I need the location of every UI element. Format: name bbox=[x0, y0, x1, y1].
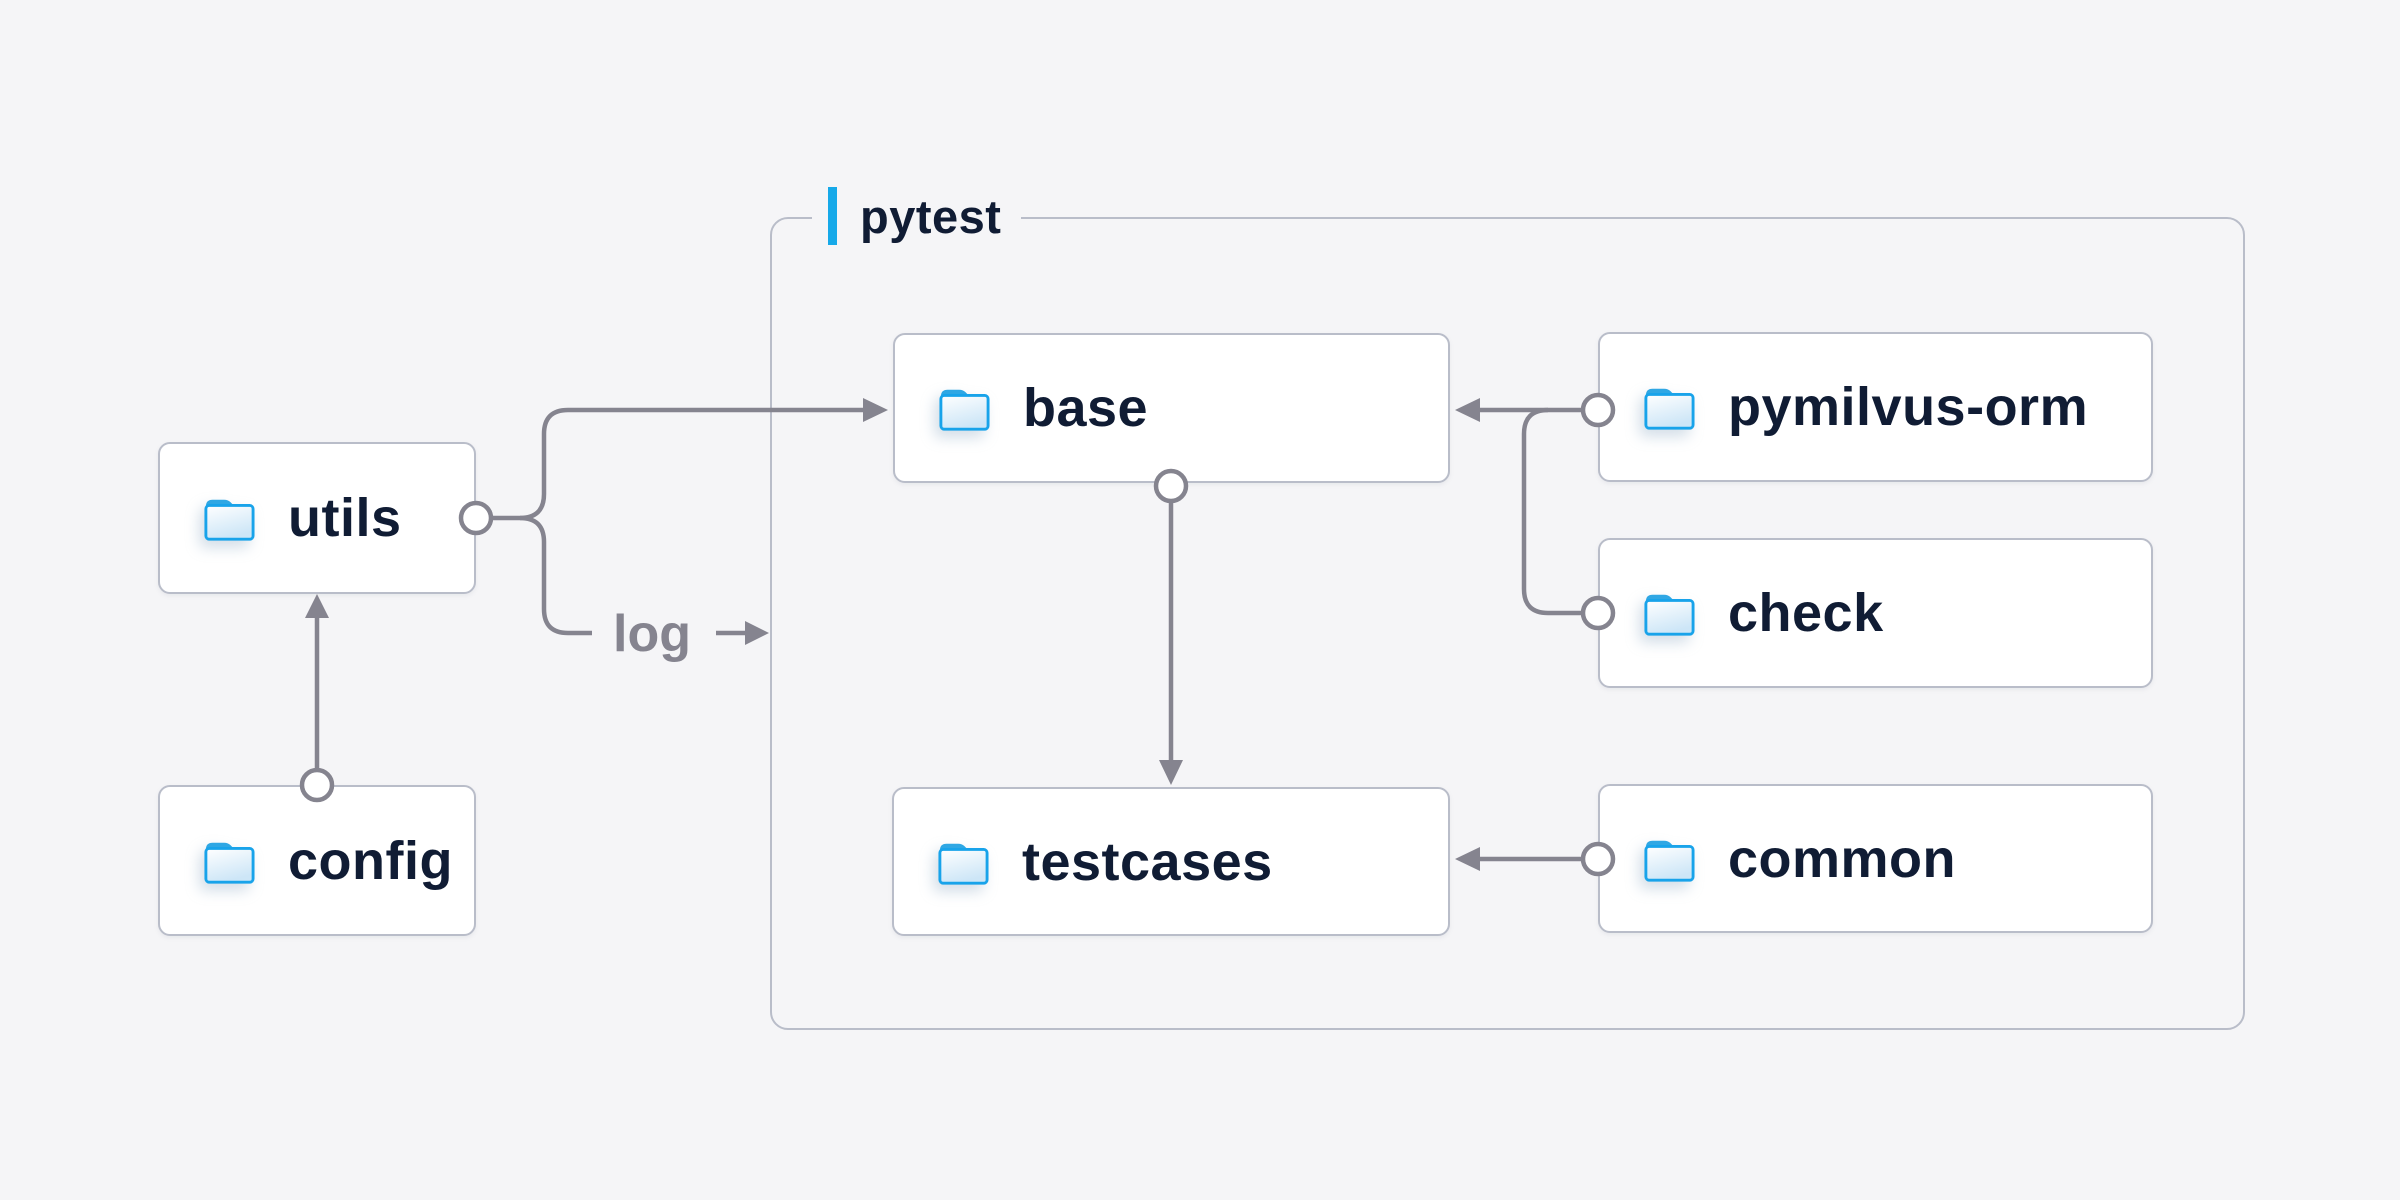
folder-icon bbox=[1644, 594, 1695, 636]
connector-dot bbox=[1153, 468, 1189, 504]
edge-pymilvus-and-check-to-base bbox=[1455, 392, 1616, 631]
node-label: testcases bbox=[1022, 831, 1273, 892]
connector-dot bbox=[1580, 392, 1616, 428]
pytest-group-label: pytest bbox=[812, 184, 1022, 248]
connector-dot bbox=[1580, 595, 1616, 631]
node-pymilvus-orm: pymilvus-orm bbox=[1598, 332, 2153, 482]
arrowhead-left bbox=[1455, 398, 1480, 422]
arrowhead-left bbox=[1455, 847, 1480, 871]
node-label: pymilvus-orm bbox=[1728, 377, 2089, 437]
arrowhead-right bbox=[745, 621, 769, 645]
connector-dot bbox=[458, 500, 494, 536]
pytest-group-title: pytest bbox=[860, 189, 1002, 243]
connector-dot bbox=[299, 767, 335, 803]
node-common: common bbox=[1598, 784, 2153, 933]
arrowhead-down bbox=[1159, 760, 1183, 785]
folder-icon bbox=[1644, 840, 1695, 882]
log-edge-label: log bbox=[613, 605, 691, 663]
edge-config-to-utils bbox=[299, 594, 335, 803]
arrowhead-up bbox=[305, 594, 329, 618]
folder-icon bbox=[1644, 388, 1695, 430]
edge-common-to-testcases bbox=[1455, 841, 1616, 877]
node-check: check bbox=[1598, 538, 2153, 688]
node-label: base bbox=[1023, 378, 1149, 438]
edge-base-to-testcases bbox=[1153, 468, 1189, 785]
pytest-group-box bbox=[770, 217, 2245, 1030]
folder-icon bbox=[204, 842, 255, 884]
folder-icon bbox=[204, 499, 255, 541]
node-label: config bbox=[288, 830, 453, 891]
node-label: check bbox=[1728, 583, 1884, 643]
folder-icon bbox=[939, 389, 990, 431]
arrowhead-right bbox=[863, 398, 888, 422]
edge-utils-to-base-and-log bbox=[458, 398, 888, 636]
edge-log-arrow: log bbox=[613, 605, 769, 663]
folder-icon bbox=[938, 843, 989, 885]
node-utils: utils bbox=[158, 442, 476, 594]
node-base: base bbox=[893, 333, 1450, 483]
node-label: utils bbox=[288, 488, 402, 548]
node-config: config bbox=[158, 785, 476, 936]
node-testcases: testcases bbox=[892, 787, 1450, 936]
node-label: common bbox=[1728, 828, 1957, 889]
accent-bar bbox=[828, 187, 837, 245]
connector-dot bbox=[1580, 841, 1616, 877]
